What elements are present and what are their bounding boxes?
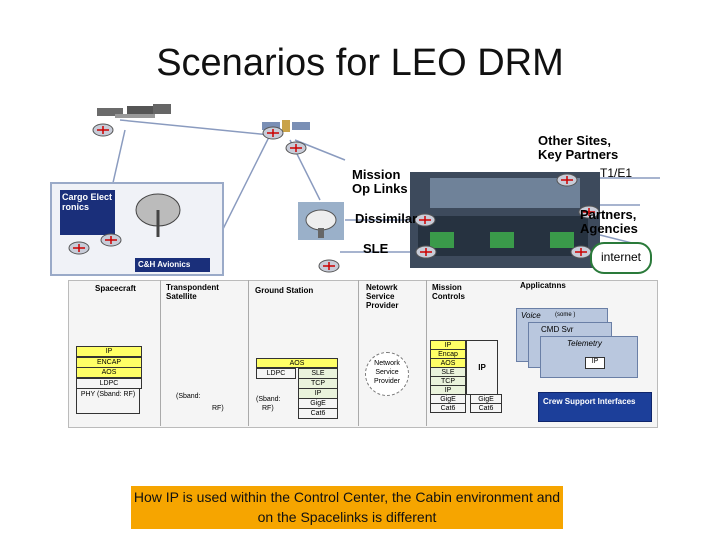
ip-box: IP — [466, 340, 498, 395]
control-center-photo — [410, 172, 600, 268]
router-icon — [262, 126, 284, 140]
stack-layer: Cat6 — [430, 403, 466, 413]
spacecraft-header: Spacecraft — [95, 284, 136, 293]
crew-support-box: Crew Support Interfaces — [538, 392, 652, 422]
telemetry-panel: Telemetry IP — [540, 336, 638, 378]
stack-layer: Cat6 — [298, 408, 338, 419]
applications-header: Applicatnns — [520, 281, 566, 290]
router-icon — [318, 259, 340, 273]
voice-label: Voice — [521, 311, 541, 320]
network-provider-header: Netowrk Service Provider — [366, 283, 399, 310]
sband-label: (Sband: — [256, 396, 281, 403]
stack-layer: PHY (Sband: RF) — [76, 388, 140, 414]
stack-layer: AOS — [76, 367, 142, 378]
telemetry-label: Telemetry — [567, 339, 602, 348]
cmd-svr-label: CMD Svr — [541, 325, 574, 334]
antenna-dish-icon — [135, 193, 181, 237]
router-icon — [92, 123, 114, 137]
router-icon — [578, 205, 600, 219]
rf-label: RF) — [212, 405, 224, 412]
stack-layer: AOS — [256, 358, 338, 368]
satellite-icon — [262, 120, 310, 132]
rf-label: RF) — [262, 405, 274, 412]
transpondent-header: Transpondent Satellite — [166, 283, 219, 301]
router-icon — [415, 245, 437, 259]
caption: How IP is used within the Control Center… — [131, 486, 563, 529]
other-sites-label: Other Sites, Key Partners — [538, 133, 619, 162]
router-icon — [414, 213, 436, 227]
router-icon — [68, 241, 90, 255]
stack-layer: Cat6 — [470, 403, 502, 413]
router-icon — [556, 173, 578, 187]
mission-controls-header: Mission Controls — [432, 283, 465, 301]
network-cloud: Network Service Provider — [365, 352, 409, 396]
stack-layer: LDPC — [256, 368, 296, 379]
sband-label: (Sband: — [176, 393, 201, 400]
t1e1-label: T1/E1 — [600, 166, 633, 180]
voice-note: (some ) — [555, 312, 576, 318]
cdh-avionics-label: C&H Avionics — [135, 258, 210, 272]
ground-dish-icon — [298, 202, 344, 240]
ground-station-header: Ground Station — [255, 286, 314, 295]
stack-layer: IP — [76, 346, 142, 357]
space-station-icon — [97, 104, 171, 118]
router-icon — [570, 245, 592, 259]
router-icon — [100, 233, 122, 247]
dissimilar-label: Dissimilar — [355, 211, 418, 226]
ip-small-box: IP — [585, 357, 605, 369]
mission-op-links-label: Mission Op Links — [352, 167, 408, 196]
sle-label: SLE — [363, 241, 389, 256]
crew-support-label: Crew Support Interfaces — [543, 397, 636, 406]
internet-cloud: internet — [590, 242, 652, 274]
router-icon — [285, 141, 307, 155]
page-title: Scenarios for LEO DRM — [156, 42, 564, 84]
cargo-electronics-box: Cargo Elect ronics — [60, 190, 115, 235]
partners-label: Partners, Agencies — [580, 207, 638, 236]
